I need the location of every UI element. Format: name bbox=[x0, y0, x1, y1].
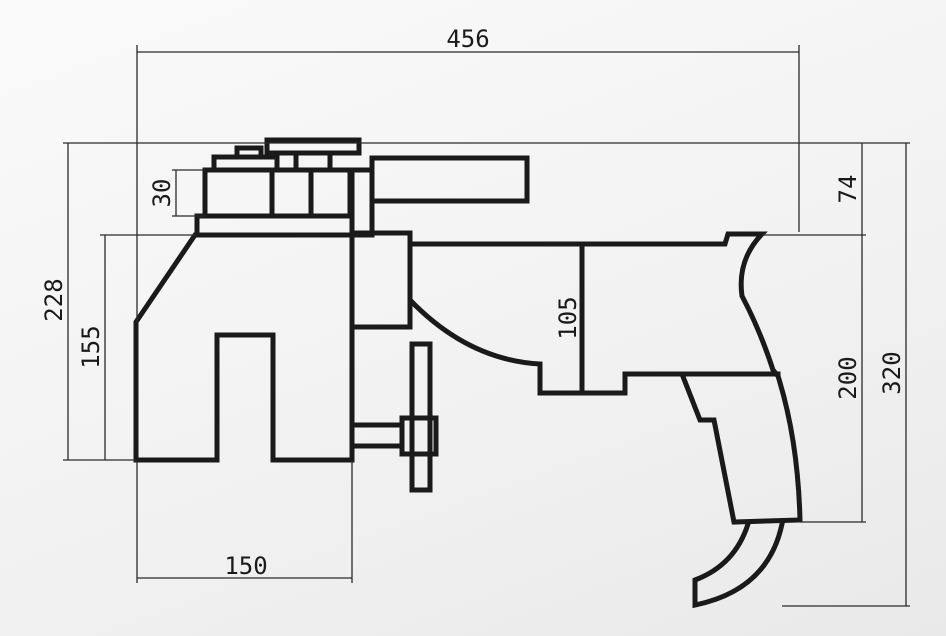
top-plate-right bbox=[264, 137, 362, 156]
tool-outline bbox=[133, 137, 803, 609]
connector-strip bbox=[349, 167, 375, 238]
base-plate bbox=[194, 213, 355, 238]
label-top-block-height: 30 bbox=[148, 179, 176, 208]
spindle-rod bbox=[409, 341, 433, 493]
label-body-height: 105 bbox=[554, 296, 582, 339]
label-left-height-outer: 228 bbox=[40, 278, 68, 321]
label-handle-height: 200 bbox=[834, 356, 862, 399]
dimension-lines bbox=[63, 45, 910, 607]
label-handle-offset: 74 bbox=[834, 175, 862, 204]
clamp-block bbox=[202, 167, 353, 219]
label-overall-height: 320 bbox=[878, 351, 906, 394]
gear-housing bbox=[349, 230, 413, 330]
label-jaw-width: 150 bbox=[224, 552, 267, 580]
label-left-height-inner: 155 bbox=[77, 325, 105, 368]
dimension-labels: 456 30 228 155 105 74 200 320 150 bbox=[40, 25, 906, 580]
motor-body bbox=[407, 231, 803, 525]
spindle-hub bbox=[399, 415, 439, 457]
top-cap bbox=[234, 145, 264, 160]
jaw-body bbox=[133, 232, 355, 463]
label-overall-length: 456 bbox=[446, 25, 489, 53]
power-cable bbox=[692, 520, 785, 609]
side-handle-bar bbox=[369, 155, 530, 204]
